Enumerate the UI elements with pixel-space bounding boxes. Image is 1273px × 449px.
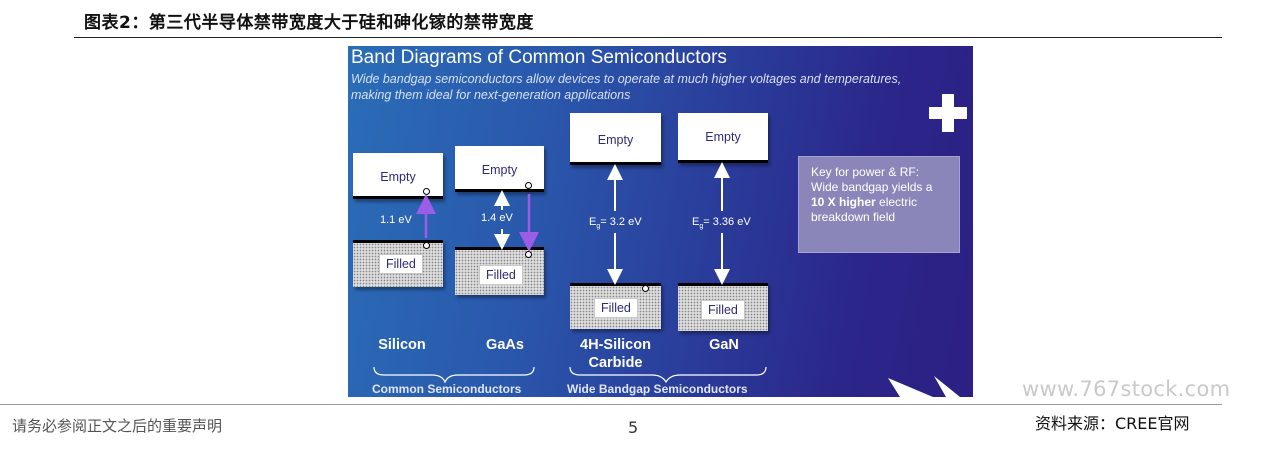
key-line-2: Wide bandgap yields a — [811, 180, 933, 194]
key-callout: Key for power & RF: Wide bandgap yields … — [798, 156, 960, 253]
gaas-gap-label: 1.4 eV — [481, 212, 513, 224]
watermark: www.767stock.com — [1022, 377, 1231, 401]
slide-subtitle: Wide bandgap semiconductors allow device… — [351, 72, 902, 102]
hole-dot — [642, 285, 649, 292]
key-line-3: 10 X higher electric — [811, 195, 918, 209]
hole-dot — [423, 242, 430, 249]
figure-title: 图表2：第三代半导体禁带宽度大于硅和砷化镓的禁带宽度 — [84, 13, 534, 33]
band-filled-label: Filled — [379, 254, 423, 274]
group-label-common: Common Semiconductors — [372, 382, 522, 396]
band-diagram-slide: Band Diagrams of Common Semiconductors W… — [348, 46, 973, 397]
band-empty-label: Empty — [481, 163, 518, 177]
gan-gap-label: Eg= 3.36 eV — [692, 216, 751, 231]
band-filled-label: Filled — [479, 265, 523, 285]
decorative-arrow-shape — [934, 376, 960, 397]
band-filled-label: Filled — [594, 298, 638, 318]
title-divider — [74, 37, 1222, 38]
disclaimer-text: 请务必参阅正文之后的重要声明 — [12, 417, 223, 435]
source-note: 资料来源：CREE官网 — [1035, 414, 1190, 433]
silicon-gap-label: 1.1 eV — [380, 214, 412, 226]
footer-divider — [0, 404, 1222, 405]
page-number: 5 — [628, 418, 639, 437]
electron-dot — [525, 182, 532, 189]
band-empty-label: Empty — [597, 133, 634, 147]
material-name-gan: GaN — [709, 337, 739, 353]
material-name-gaas: GaAs — [486, 337, 524, 353]
key-line-4: breakdown field — [811, 210, 896, 224]
group-label-wide: Wide Bandgap Semiconductors — [567, 382, 748, 396]
band-empty-label: Empty — [705, 130, 741, 144]
material-name-sic: 4H-Silicon Carbide — [580, 337, 651, 371]
sic-conduction-band: Empty — [570, 113, 661, 165]
gan-conduction-band: Empty — [678, 113, 768, 163]
decorative-arrow-shape — [888, 378, 933, 397]
key-line-1: Key for power & RF: — [811, 165, 920, 179]
gan-valence-band: Filled — [678, 283, 768, 331]
band-filled-label: Filled — [701, 300, 745, 320]
plus-icon — [929, 94, 967, 132]
sic-gap-label: Eg= 3.2 eV — [589, 216, 642, 231]
slide-title: Band Diagrams of Common Semiconductors — [351, 47, 727, 68]
common-group-brace — [373, 366, 535, 384]
material-name-silicon: Silicon — [378, 337, 426, 353]
bandgap-arrows — [373, 162, 960, 397]
wide-group-brace — [569, 366, 767, 384]
band-empty-label: Empty — [380, 170, 416, 184]
